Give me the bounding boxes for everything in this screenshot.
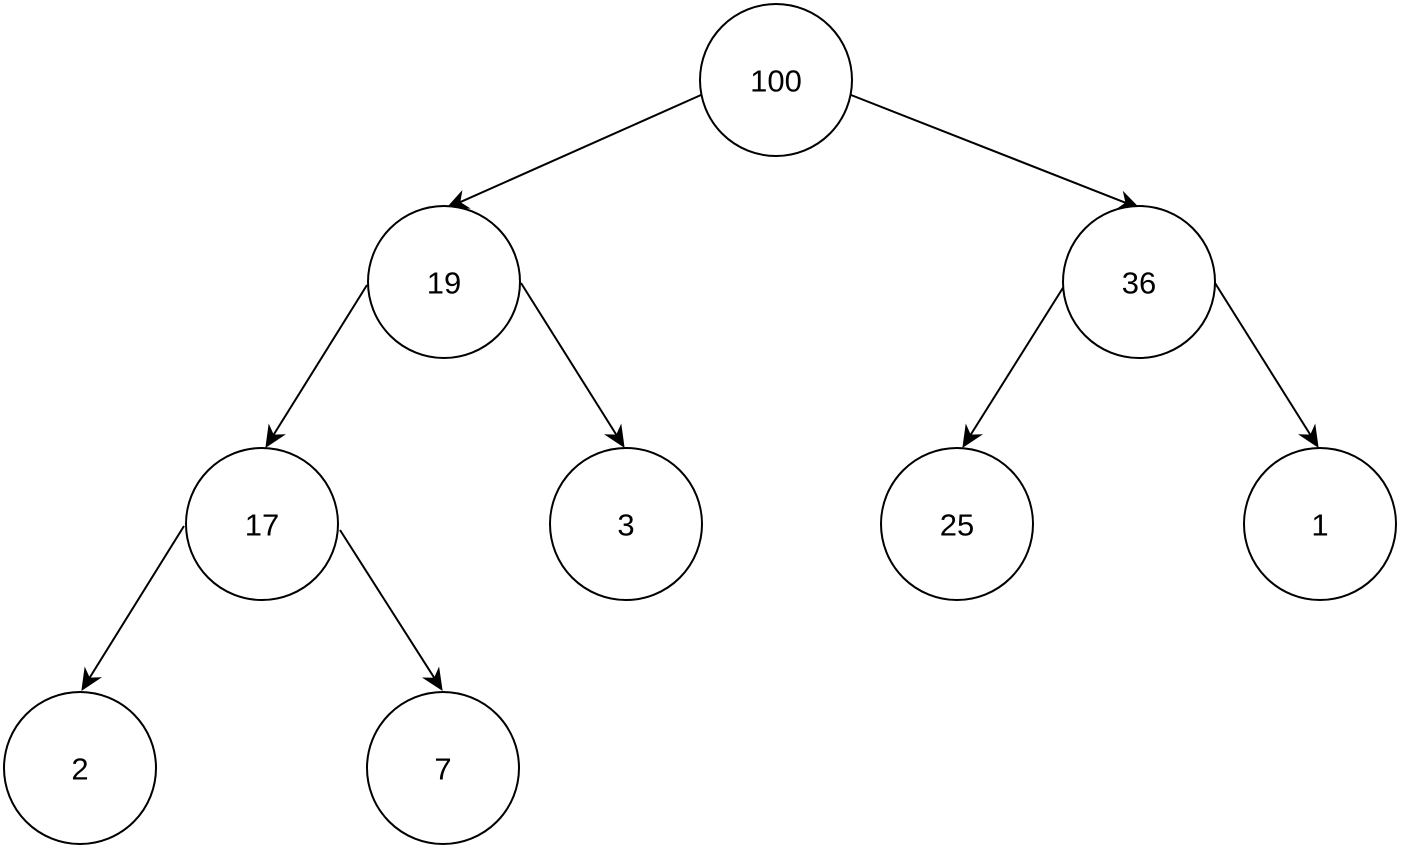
arrow-head-icon — [1298, 423, 1319, 449]
arrow-head-icon — [604, 423, 625, 449]
edge-100-to-19 — [445, 94, 702, 209]
edge-line — [969, 282, 1067, 436]
node-circle — [367, 205, 521, 359]
arrow-head-icon — [962, 423, 983, 449]
edges-layer — [81, 94, 1319, 692]
edge-line — [272, 284, 368, 436]
node-label: 25 — [940, 508, 974, 543]
edge-17-to-7 — [339, 529, 443, 692]
arrow-head-icon — [81, 666, 102, 692]
node-label: 100 — [750, 64, 802, 99]
tree-node-100: 100 — [699, 3, 853, 157]
tree-node-7: 7 — [366, 691, 520, 845]
arrow-head-icon — [421, 666, 443, 692]
edge-line — [459, 94, 702, 204]
node-circle — [1062, 205, 1216, 359]
edge-17-to-2 — [81, 525, 185, 692]
node-circle — [185, 447, 339, 601]
edge-36-to-1 — [1214, 282, 1319, 449]
node-label: 36 — [1122, 266, 1156, 301]
tree-node-2: 2 — [3, 691, 157, 845]
tree-node-1: 1 — [1243, 447, 1397, 601]
node-label: 17 — [245, 508, 279, 543]
node-label: 3 — [617, 508, 634, 543]
node-label: 1 — [1311, 508, 1328, 543]
tree-node-36: 36 — [1062, 205, 1216, 359]
edge-line — [1214, 282, 1312, 436]
tree-node-17: 17 — [185, 447, 339, 601]
nodes-layer: 100 19 36 17 3 25 1 2 7 — [3, 3, 1397, 845]
node-label: 19 — [427, 266, 461, 301]
edge-line — [850, 94, 1127, 204]
node-circle — [699, 3, 853, 157]
node-circle — [366, 691, 520, 845]
edge-19-to-3 — [520, 282, 625, 449]
edge-line — [339, 529, 436, 679]
node-circle — [3, 691, 157, 845]
tree-node-19: 19 — [367, 205, 521, 359]
arrow-head-icon — [265, 423, 286, 449]
node-label: 7 — [434, 752, 451, 787]
node-label: 2 — [71, 752, 88, 787]
node-circle — [880, 447, 1034, 601]
edge-line — [88, 525, 185, 679]
edge-100-to-36 — [850, 94, 1141, 210]
edge-19-to-17 — [265, 284, 368, 449]
edge-line — [520, 282, 618, 436]
node-circle — [549, 447, 703, 601]
edge-36-to-25 — [962, 282, 1067, 449]
tree-node-25: 25 — [880, 447, 1034, 601]
tree-node-3: 3 — [549, 447, 703, 601]
node-circle — [1243, 447, 1397, 601]
